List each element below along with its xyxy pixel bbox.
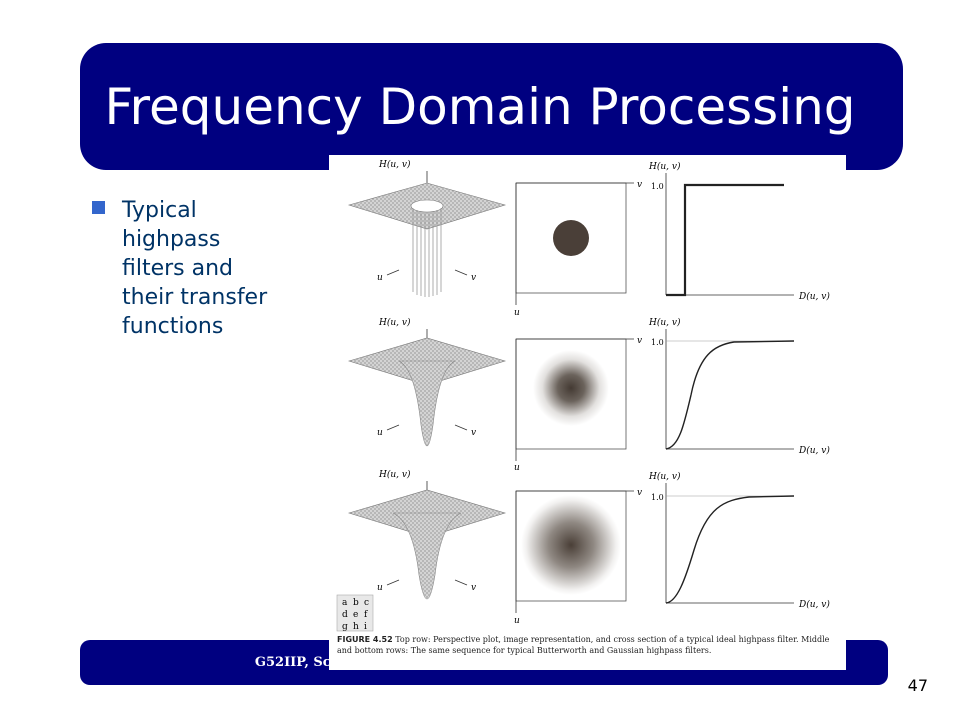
axis-v-label: v [471, 583, 476, 593]
tick-one-label: 1.0 [651, 493, 664, 502]
panel-letter: d [342, 610, 348, 620]
slide-title: Frequency Domain Processing [104, 78, 856, 136]
axis-h-label: H(u, v) [648, 161, 681, 172]
figure-caption: FIGURE 4.52 Top row: Perspective plot, i… [337, 634, 842, 656]
axis-u-label: u [377, 273, 383, 283]
tick-one-label: 1.0 [651, 338, 664, 347]
perspective-plot-ideal: H(u, v) u v [347, 159, 507, 297]
row-ideal: H(u, v) u v v [347, 159, 830, 318]
axis-h-label: H(u, v) [648, 317, 681, 328]
axis-d-label: D(u, v) [798, 445, 830, 456]
filter-figure: H(u, v) u v v [329, 155, 846, 670]
axis-d-label: D(u, v) [798, 599, 830, 610]
tick-one-label: 1.0 [651, 182, 664, 191]
axis-h-label: H(u, v) [378, 159, 411, 170]
page-number: 47 [907, 676, 928, 695]
panel-letter: b [353, 598, 359, 608]
axis-v-label: v [471, 273, 476, 283]
axis-h-label: H(u, v) [378, 317, 411, 328]
filter-figure-svg: H(u, v) u v v [336, 159, 830, 632]
panel-letter: a [342, 598, 348, 608]
axis-u-label: u [377, 428, 383, 438]
bullet-item: Typical highpass filters and their trans… [92, 196, 282, 341]
axis-v-label: v [637, 488, 642, 498]
axis-h-label: H(u, v) [648, 471, 681, 482]
panel-letter: g [342, 622, 348, 632]
axis-u-label: u [514, 308, 520, 318]
panel-letter: h [353, 622, 359, 632]
axis-u-label: u [514, 463, 520, 473]
perspective-plot-gaussian: H(u, v) u v [347, 469, 507, 600]
axis-h-label: H(u, v) [378, 469, 411, 480]
image-gaussian: v u [514, 488, 642, 626]
axis-u-label: u [377, 583, 383, 593]
figure-caption-text: Top row: Perspective plot, image represe… [337, 635, 830, 655]
axis-v-label: v [471, 428, 476, 438]
panel-letter: f [364, 610, 368, 620]
title-bar [80, 43, 903, 170]
image-butterworth: v u [514, 336, 642, 473]
axis-d-label: D(u, v) [798, 291, 830, 302]
cross-section-butterworth: H(u, v) 1.0 D(u, v) [648, 317, 830, 456]
bullet-square-icon [92, 201, 105, 214]
bullet-text: Typical highpass filters and their trans… [122, 198, 268, 339]
panel-letter: c [364, 598, 369, 608]
row-butterworth: H(u, v) u v v u H(u, v) [347, 317, 830, 473]
axis-v-label: v [637, 180, 642, 190]
image-ideal: v u [514, 180, 642, 318]
panel-letter: i [364, 622, 367, 632]
axis-u-label: u [514, 616, 520, 626]
cross-section-ideal: H(u, v) 1.0 D(u, v) [648, 161, 830, 302]
panel-letter-grid: a b c d e f g h i [336, 594, 374, 632]
figure-caption-label: FIGURE 4.52 [337, 635, 393, 644]
panel-letter: e [353, 610, 358, 620]
perspective-plot-butterworth: H(u, v) u v [347, 317, 507, 447]
axis-v-label: v [637, 336, 642, 346]
row-gaussian: H(u, v) u v v u H(u, v) [347, 469, 830, 626]
cross-section-gaussian: H(u, v) 1.0 D(u, v) [648, 471, 830, 610]
